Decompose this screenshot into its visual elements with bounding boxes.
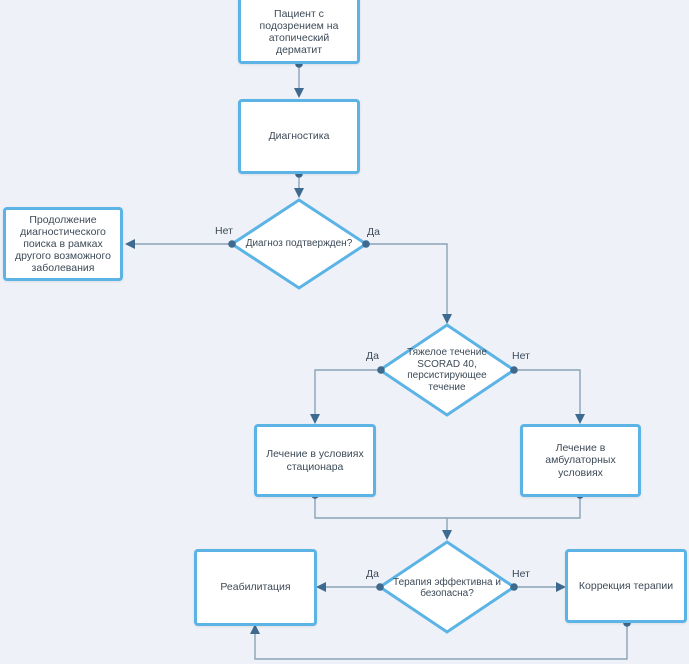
port-dot (377, 366, 385, 374)
arrow-head (442, 314, 452, 324)
node-rehabilitation[interactable]: Реабилитация (194, 549, 317, 626)
decision-severity-label[interactable]: Тяжелое течение SCORAD 40, персистирующе… (407, 347, 487, 393)
edge-decision-yes-to-severe (366, 243, 448, 321)
decision-diagnosis-shape (229, 198, 369, 290)
port-dot (228, 240, 236, 248)
node-outpatient[interactable]: Лечение в амбулаторных условиях (520, 424, 641, 497)
arrow-head (316, 582, 326, 592)
node-hospital[interactable]: Лечение в условиях стационара (254, 424, 376, 497)
decision-therapy-label[interactable]: Терапия эффективна и безопасна? (393, 576, 501, 600)
edge-severe-yes-to-hospital (314, 369, 381, 421)
edge-label-severe-yes: Да (366, 350, 379, 362)
node-start[interactable]: Пациент с подозрением на атопический дер… (238, 0, 360, 64)
arrow-head (575, 414, 585, 424)
edge-label-diag-yes: Да (367, 226, 380, 238)
arrow-head (125, 239, 135, 249)
port-dot (510, 366, 518, 374)
port-dot (376, 583, 384, 591)
node-diagnostics[interactable]: Диагностика (238, 99, 360, 174)
node-continue-search[interactable]: Продолжение диагностического поиска в ра… (3, 207, 123, 281)
arrow-head (294, 88, 304, 98)
arrow-head (556, 582, 566, 592)
arrow-head (442, 530, 452, 540)
arrow-head (250, 624, 260, 634)
decision-severity-shape (377, 323, 517, 417)
edge-correction-to-rehab (254, 623, 628, 660)
decision-diagnosis-label[interactable]: Диагноз подтвержден? (245, 238, 353, 250)
edge-label-severe-no: Нет (512, 350, 530, 362)
edge-severe-no-to-outpatient (514, 369, 581, 421)
edge-label-therapy-no: Нет (512, 568, 530, 580)
edge-outpatient-to-merge (446, 495, 581, 537)
edge-label-therapy-yes: Да (366, 568, 379, 580)
port-dot (362, 240, 370, 248)
port-dot (510, 583, 518, 591)
arrow-head (310, 414, 320, 424)
decision-therapy-shape (377, 540, 517, 634)
node-correction[interactable]: Коррекция терапии (565, 549, 687, 623)
edge-label-diag-no: Нет (215, 225, 233, 237)
edge-hospital-to-merge (314, 495, 447, 519)
arrow-head (294, 188, 304, 198)
